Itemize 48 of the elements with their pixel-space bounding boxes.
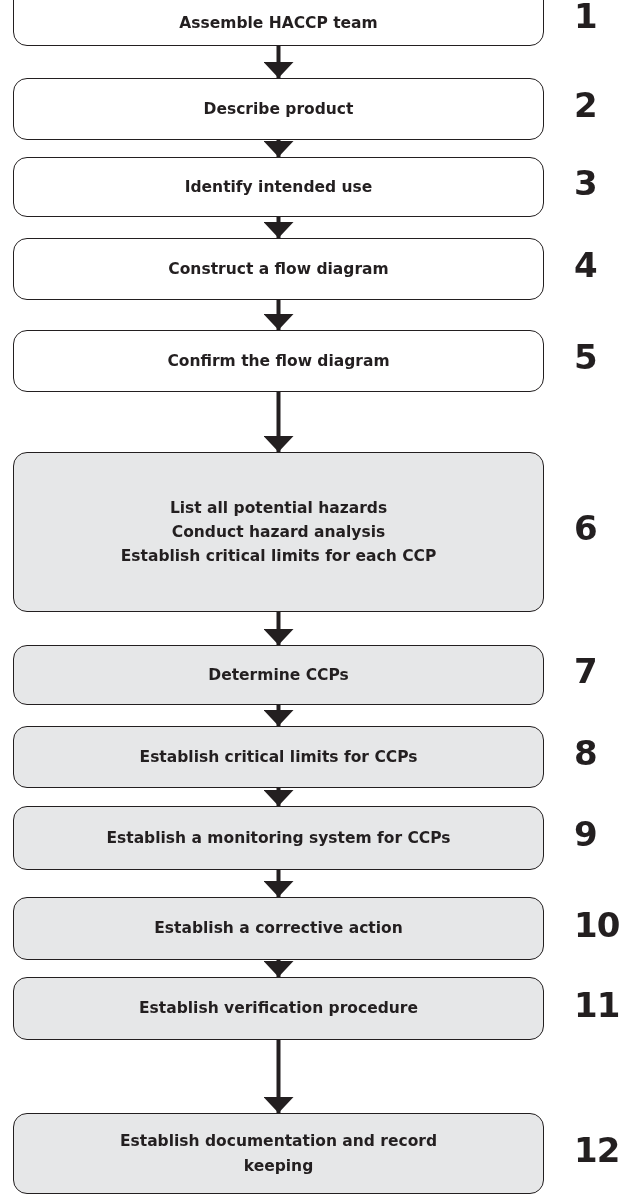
arrow [263, 705, 294, 726]
step-number: 12 [574, 1129, 620, 1170]
arrow [263, 612, 294, 645]
hazard-step-box [13, 806, 544, 870]
arrow [263, 217, 294, 238]
step-text: Establish documentation and record keeping [118, 1131, 439, 1177]
step-text: Construct a flow diagram [167, 259, 390, 280]
step-text: Confirm the flow diagram [166, 351, 391, 372]
hazard-step-box [13, 645, 544, 705]
step-number: 5 [574, 337, 597, 377]
step-number: 1 [574, 0, 597, 36]
step-text: List all potential hazards [168, 497, 389, 519]
step-number: 10 [574, 904, 620, 945]
step-box [13, 330, 544, 392]
step-number: 3 [574, 163, 597, 203]
hazard-step-box [13, 977, 544, 1040]
step-text: Establish verification procedure [138, 998, 419, 1020]
step-number: 9 [574, 814, 597, 854]
arrow [263, 960, 294, 977]
step-text: Establish critical limits for CCPs [138, 747, 419, 768]
step-text: Describe product [202, 99, 355, 120]
step-text: Establish critical limits for each CCP [119, 546, 438, 567]
hazard-step-box [13, 897, 544, 960]
step-text: Assemble HACCP team [178, 13, 379, 34]
arrow [263, 46, 294, 78]
step-box [13, 238, 544, 300]
arrow [263, 300, 294, 330]
arrow [263, 870, 294, 897]
step-number: 11 [574, 984, 620, 1025]
arrow [263, 788, 294, 806]
step-number: 4 [574, 245, 597, 285]
arrow [263, 392, 294, 452]
hazard-step-box [13, 1113, 544, 1194]
arrow [263, 1040, 294, 1113]
step-number: 8 [574, 733, 597, 773]
hazard-step-box [13, 452, 544, 612]
step-text: Conduct hazard analysis [170, 522, 387, 543]
step-text: Identify intended use [183, 177, 374, 198]
arrow [263, 140, 294, 157]
step-box [13, 157, 544, 217]
step-text: Determine CCPs [207, 665, 350, 686]
step-text: Establish a monitoring system for CCPs [105, 828, 452, 849]
step-number: 6 [574, 508, 597, 548]
step-text: Establish a corrective action [153, 918, 404, 940]
step-number: 7 [574, 651, 597, 691]
step-box [13, 78, 544, 140]
hazard-step-box [13, 726, 544, 788]
step-number: 2 [574, 85, 597, 125]
